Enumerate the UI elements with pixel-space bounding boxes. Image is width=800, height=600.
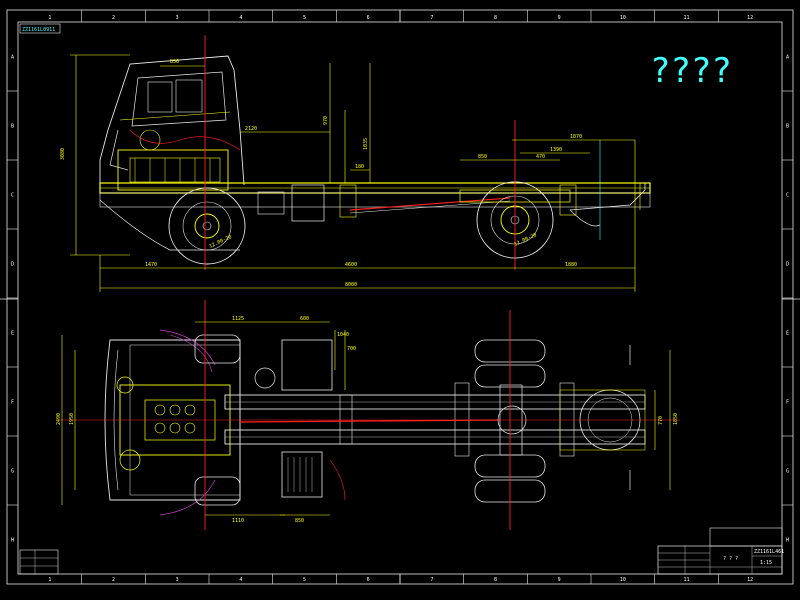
svg-text:770: 770 [658, 416, 664, 425]
svg-text:2490: 2490 [56, 413, 62, 425]
grid-label: 11 [683, 15, 689, 21]
svg-text:1110: 1110 [232, 518, 244, 524]
grid-label: E [786, 331, 789, 337]
title-block: ? ? ? ZZ1161L461 1:15 [657, 527, 784, 575]
svg-text:850: 850 [170, 59, 179, 65]
drawing-frame [0, 9, 800, 585]
grid-label: 4 [239, 15, 242, 21]
front-wheel-side [168, 187, 246, 265]
svg-text:1040: 1040 [337, 332, 349, 338]
svg-text:3080: 3080 [60, 148, 66, 160]
plan-dimension-labels: 1125 600 1040 700 2490 1950 1110 850 770… [56, 316, 679, 524]
grid-label: 8 [494, 15, 497, 21]
grid-label: C [11, 193, 14, 199]
grid-label: G [786, 469, 789, 475]
svg-text:1850: 1850 [673, 413, 679, 425]
drawing-title: ???? [650, 51, 732, 91]
svg-text:1880: 1880 [565, 262, 577, 268]
svg-text:1125: 1125 [232, 316, 244, 322]
grid-label: B [786, 124, 789, 130]
grid-label: 11 [683, 577, 689, 583]
svg-text:12.00-20: 12.00-20 [513, 232, 537, 248]
grid-label: 8 [494, 577, 497, 583]
engine-plan [116, 329, 231, 516]
grid-label: 9 [558, 15, 561, 21]
grid-label: 12 [747, 15, 753, 21]
drawing-tag: ZZ1161L0911 [19, 23, 61, 34]
grid-label: B [11, 124, 14, 130]
grid-label: H [786, 538, 789, 544]
grid-label: 9 [558, 577, 561, 583]
grid-label: C [786, 193, 789, 199]
plan-view: 1125 600 1040 700 2490 1950 1110 850 770… [56, 300, 680, 530]
svg-text:700: 700 [347, 346, 356, 352]
grid-label: 1 [48, 15, 51, 21]
grid-label: 5 [303, 15, 306, 21]
grid-label: D [11, 262, 14, 268]
grid-label: 4 [239, 577, 242, 583]
svg-text:1470: 1470 [145, 262, 157, 268]
side-view: 850 3080 970 1035 2120 180 1870 1390 470… [60, 35, 651, 292]
grid-label: 7 [430, 577, 433, 583]
side-dimension-labels: 850 3080 970 1035 2120 180 1870 1390 470… [60, 59, 582, 288]
svg-text:850: 850 [478, 154, 487, 160]
svg-text:1035: 1035 [363, 138, 369, 150]
grid-label: H [11, 538, 14, 544]
svg-text:470: 470 [536, 154, 545, 160]
svg-text:4600: 4600 [345, 262, 357, 268]
left-revision-block [19, 549, 59, 575]
svg-text:180: 180 [355, 164, 364, 170]
grid-label: A [11, 55, 14, 61]
grid-label: 12 [747, 577, 753, 583]
title-block-drawing-no: ZZ1161L461 [754, 549, 784, 555]
drawing-tag-text: ZZ1161L0911 [22, 27, 55, 33]
grid-label: 5 [303, 577, 306, 583]
grid-label: F [11, 400, 14, 406]
grid-label: F [786, 400, 789, 406]
svg-text:8000: 8000 [345, 282, 357, 288]
grid-label: G [11, 469, 14, 475]
grid-label: 1 [48, 577, 51, 583]
engine-side [117, 129, 241, 191]
title-block-name: ? ? ? [723, 556, 738, 562]
grid-label: 10 [620, 577, 626, 583]
grid-label: 6 [367, 577, 370, 583]
svg-text:2120: 2120 [245, 126, 257, 132]
side-dimensions [70, 54, 641, 292]
svg-text:1870: 1870 [570, 134, 582, 140]
grid-label: 10 [620, 15, 626, 21]
plan-dimensions [61, 321, 671, 516]
grid-label: 7 [430, 15, 433, 21]
grid-label: E [11, 331, 14, 337]
grid-label: 3 [176, 577, 179, 583]
title-block-scale: 1:15 [760, 560, 772, 566]
grid-label: 6 [367, 15, 370, 21]
svg-text:1950: 1950 [69, 413, 75, 425]
svg-text:850: 850 [295, 518, 304, 524]
grid-label: 2 [112, 577, 115, 583]
svg-text:600: 600 [300, 316, 309, 322]
svg-text:970: 970 [323, 116, 329, 125]
grid-label: A [786, 55, 789, 61]
grid-label: D [786, 262, 789, 268]
svg-text:1390: 1390 [550, 147, 562, 153]
grid-label: 3 [176, 15, 179, 21]
grid-label: 2 [112, 15, 115, 21]
